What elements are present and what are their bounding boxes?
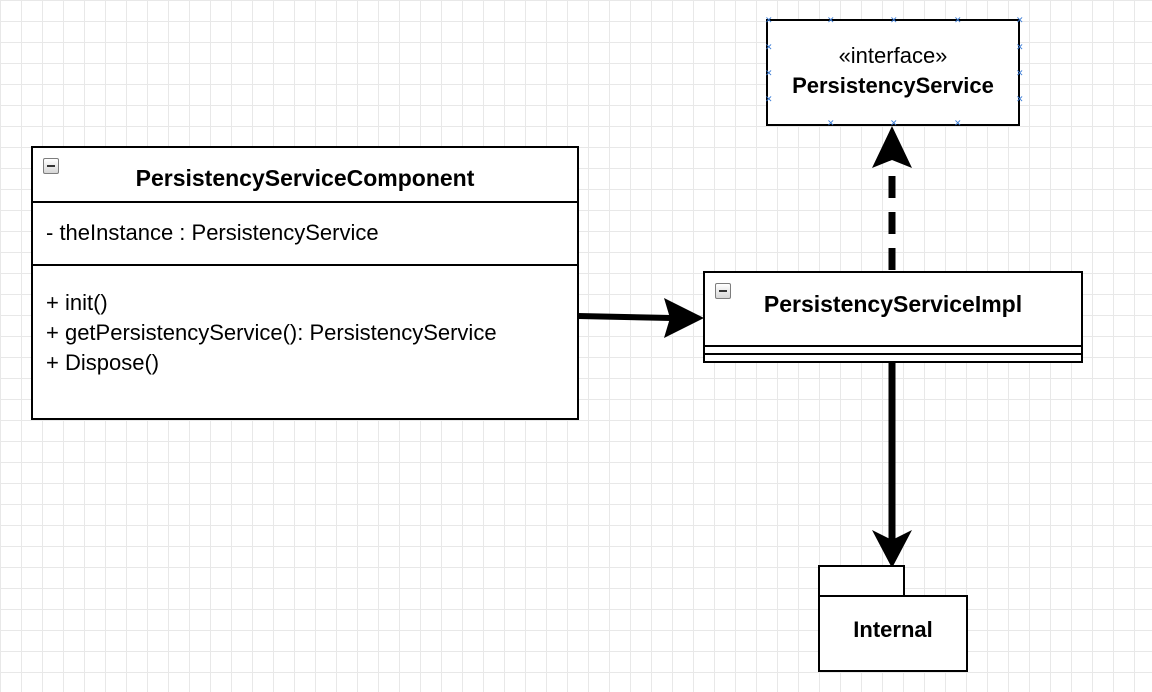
class-divider [705, 345, 1081, 347]
selection-handle-icon[interactable]: ✕ [890, 15, 898, 25]
collapse-toggle-icon[interactable] [43, 158, 59, 174]
component-operation: + getPersistencyService(): PersistencySe… [46, 320, 497, 345]
selection-handle-icon[interactable]: ✕ [954, 15, 962, 25]
selection-handle-icon[interactable]: ✕ [1016, 42, 1024, 52]
interface-box[interactable]: «interface» PersistencyService ✕ ✕ ✕ ✕ ✕… [765, 15, 1024, 128]
component-attribute: - theInstance : PersistencyService [46, 220, 379, 245]
component-class-box[interactable]: PersistencyServiceComponent - theInstanc… [31, 146, 579, 420]
component-operation: + init() [46, 290, 108, 315]
selection-handle-icon[interactable]: ✕ [954, 118, 962, 128]
selection-handle-icon[interactable]: ✕ [765, 42, 773, 52]
interface-name: PersistencyService [792, 73, 994, 98]
selection-handle-icon[interactable]: ✕ [1016, 94, 1024, 104]
selection-handle-icon[interactable]: ✕ [827, 118, 835, 128]
selection-handle-icon[interactable]: ✕ [1016, 15, 1024, 25]
package-name: Internal [853, 617, 933, 642]
selection-handle-icon[interactable]: ✕ [765, 15, 773, 25]
class-divider [33, 264, 577, 266]
collapse-toggle-icon[interactable] [715, 283, 731, 299]
realization-arrowhead [872, 126, 912, 168]
association-arrowhead [664, 298, 704, 338]
class-divider [705, 353, 1081, 355]
package-tab [818, 565, 905, 598]
selection-handle-icon[interactable]: ✕ [1016, 68, 1024, 78]
selection-handle-icon[interactable]: ✕ [765, 94, 773, 104]
package-box[interactable]: Internal [818, 595, 968, 672]
dependency-arrowhead [872, 530, 912, 568]
selection-handle-icon[interactable]: ✕ [827, 15, 835, 25]
impl-class-name: PersistencyServiceImpl [763, 291, 1023, 317]
selection-handle-icon[interactable]: ✕ [765, 68, 773, 78]
class-divider [33, 201, 577, 203]
selection-handle-icon[interactable]: ✕ [890, 118, 898, 128]
association-line-component-to-impl[interactable] [577, 313, 673, 321]
component-class-name: PersistencyServiceComponent [135, 165, 475, 191]
component-operation: + Dispose() [46, 350, 160, 375]
interface-stereotype: «interface» [838, 43, 948, 68]
impl-class-box[interactable]: PersistencyServiceImpl [703, 271, 1083, 363]
